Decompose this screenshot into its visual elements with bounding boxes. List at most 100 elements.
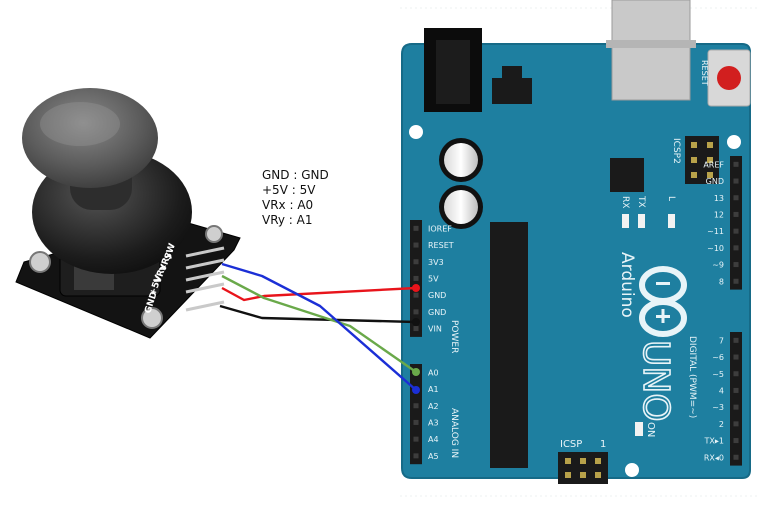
icsp2-header (685, 136, 719, 184)
digital-pin[interactable] (733, 262, 739, 268)
digital-pin-label: 4 (719, 386, 724, 395)
digital-pin-label: 7 (719, 336, 724, 345)
digital-pin-label: 2 (719, 420, 724, 429)
knob-highlight (40, 102, 120, 146)
power-pin[interactable] (413, 275, 419, 281)
digital-pin-label: ~9 (712, 261, 724, 270)
icsp2-pin[interactable] (691, 157, 697, 163)
led-label: TX (636, 195, 646, 208)
icsp2-pin[interactable] (707, 172, 713, 178)
joystick-header-pins (185, 246, 225, 312)
icsp-pin[interactable] (580, 458, 586, 464)
analog-pin[interactable] (413, 419, 419, 425)
analog-header-label: ANALOG IN (449, 408, 459, 458)
connection-dot-gnd (412, 318, 420, 326)
power-header-label: POWER (449, 320, 459, 353)
led (622, 214, 629, 228)
power-pin[interactable] (413, 326, 419, 332)
joystick-pin[interactable] (185, 300, 225, 312)
digital-pin-label: ~10 (707, 244, 724, 253)
digital-pin[interactable] (733, 387, 739, 393)
power-pin-label: GND (428, 308, 446, 317)
mapping-5v: +5V : 5V (262, 183, 316, 197)
icsp2-socket (685, 136, 719, 184)
digital-pin[interactable] (733, 195, 739, 201)
analog-pin-label: A0 (428, 368, 439, 377)
analog-socket (410, 364, 422, 465)
power-pin[interactable] (413, 259, 419, 265)
joystick-pin[interactable] (185, 246, 225, 258)
digital-pin[interactable] (733, 211, 739, 217)
digital-pin[interactable] (733, 354, 739, 360)
analog-pin-label: A1 (428, 385, 439, 394)
mounting-hole-icon (727, 135, 741, 149)
icsp-pin1-label: 1 (600, 439, 606, 450)
reset-button-cap[interactable] (717, 66, 741, 90)
analog-pin-label: A2 (428, 402, 439, 411)
digital-pin[interactable] (733, 454, 739, 460)
power-pin[interactable] (413, 225, 419, 231)
on-led (635, 422, 643, 436)
icsp2-pin[interactable] (707, 142, 713, 148)
digital-pin[interactable] (733, 337, 739, 343)
digital-pin[interactable] (733, 228, 739, 234)
arduino-brand: Arduino (617, 252, 637, 318)
mounting-hole-icon (141, 307, 163, 329)
icsp2-pin[interactable] (691, 172, 697, 178)
joystick-pin[interactable] (185, 282, 225, 294)
digital-pin-label: GND (706, 177, 724, 186)
connection-dot-5v (412, 284, 420, 292)
digital-socket (730, 332, 742, 466)
wire-vry (221, 262, 417, 391)
icsp2-label: ICSP2 (671, 138, 681, 164)
power-pin[interactable] (413, 292, 419, 298)
analog-pin[interactable] (413, 436, 419, 442)
joystick-pin[interactable] (185, 258, 225, 270)
usb-chip (610, 158, 644, 192)
digital-pin[interactable] (733, 278, 739, 284)
digital-pin-label: 12 (714, 210, 724, 219)
icsp2-pin[interactable] (691, 142, 697, 148)
joystick-pin[interactable] (185, 270, 225, 282)
icsp-pin[interactable] (565, 458, 571, 464)
icsp-pin[interactable] (595, 472, 601, 478)
capacitor-top (444, 190, 478, 224)
digital-pin[interactable] (733, 161, 739, 167)
analog-pin[interactable] (413, 453, 419, 459)
wires (219, 262, 420, 394)
icsp-pin[interactable] (595, 458, 601, 464)
digital-pin-label: TX▸1 (704, 437, 724, 446)
digital-pin-label: ~6 (712, 353, 724, 362)
digital-pin[interactable] (733, 404, 739, 410)
joystick-pin-label: SW (163, 242, 178, 261)
digital-pin[interactable] (733, 371, 739, 377)
dc-jack-inner (436, 40, 470, 104)
led-label: L (666, 196, 676, 201)
digital-pin-label: RX◂0 (704, 453, 724, 462)
power-pin[interactable] (413, 309, 419, 315)
analog-pin-label: A5 (428, 452, 439, 461)
digital-pin-label: ~3 (712, 403, 724, 412)
digital-pin[interactable] (733, 438, 739, 444)
wire-vrx (221, 274, 417, 373)
digital-pin[interactable] (733, 245, 739, 251)
icsp-pin[interactable] (565, 472, 571, 478)
icsp2-pin[interactable] (707, 157, 713, 163)
icsp-header (558, 452, 608, 484)
digital-pin[interactable] (733, 178, 739, 184)
power-pin-label: VIN (428, 325, 442, 334)
icsp-pin[interactable] (580, 472, 586, 478)
digital-pin[interactable] (733, 421, 739, 427)
power-pin[interactable] (413, 242, 419, 248)
mounting-hole-icon (409, 125, 423, 139)
analog-pin[interactable] (413, 403, 419, 409)
reset-label: RESET (700, 60, 709, 86)
uno-model: UNO (635, 340, 676, 422)
digital-socket (730, 156, 742, 290)
wire-gnd (219, 304, 417, 324)
digital-pin-label: ~11 (707, 227, 724, 236)
digital-pin-label: 8 (719, 277, 724, 286)
analog-pin-label: A3 (428, 418, 439, 427)
